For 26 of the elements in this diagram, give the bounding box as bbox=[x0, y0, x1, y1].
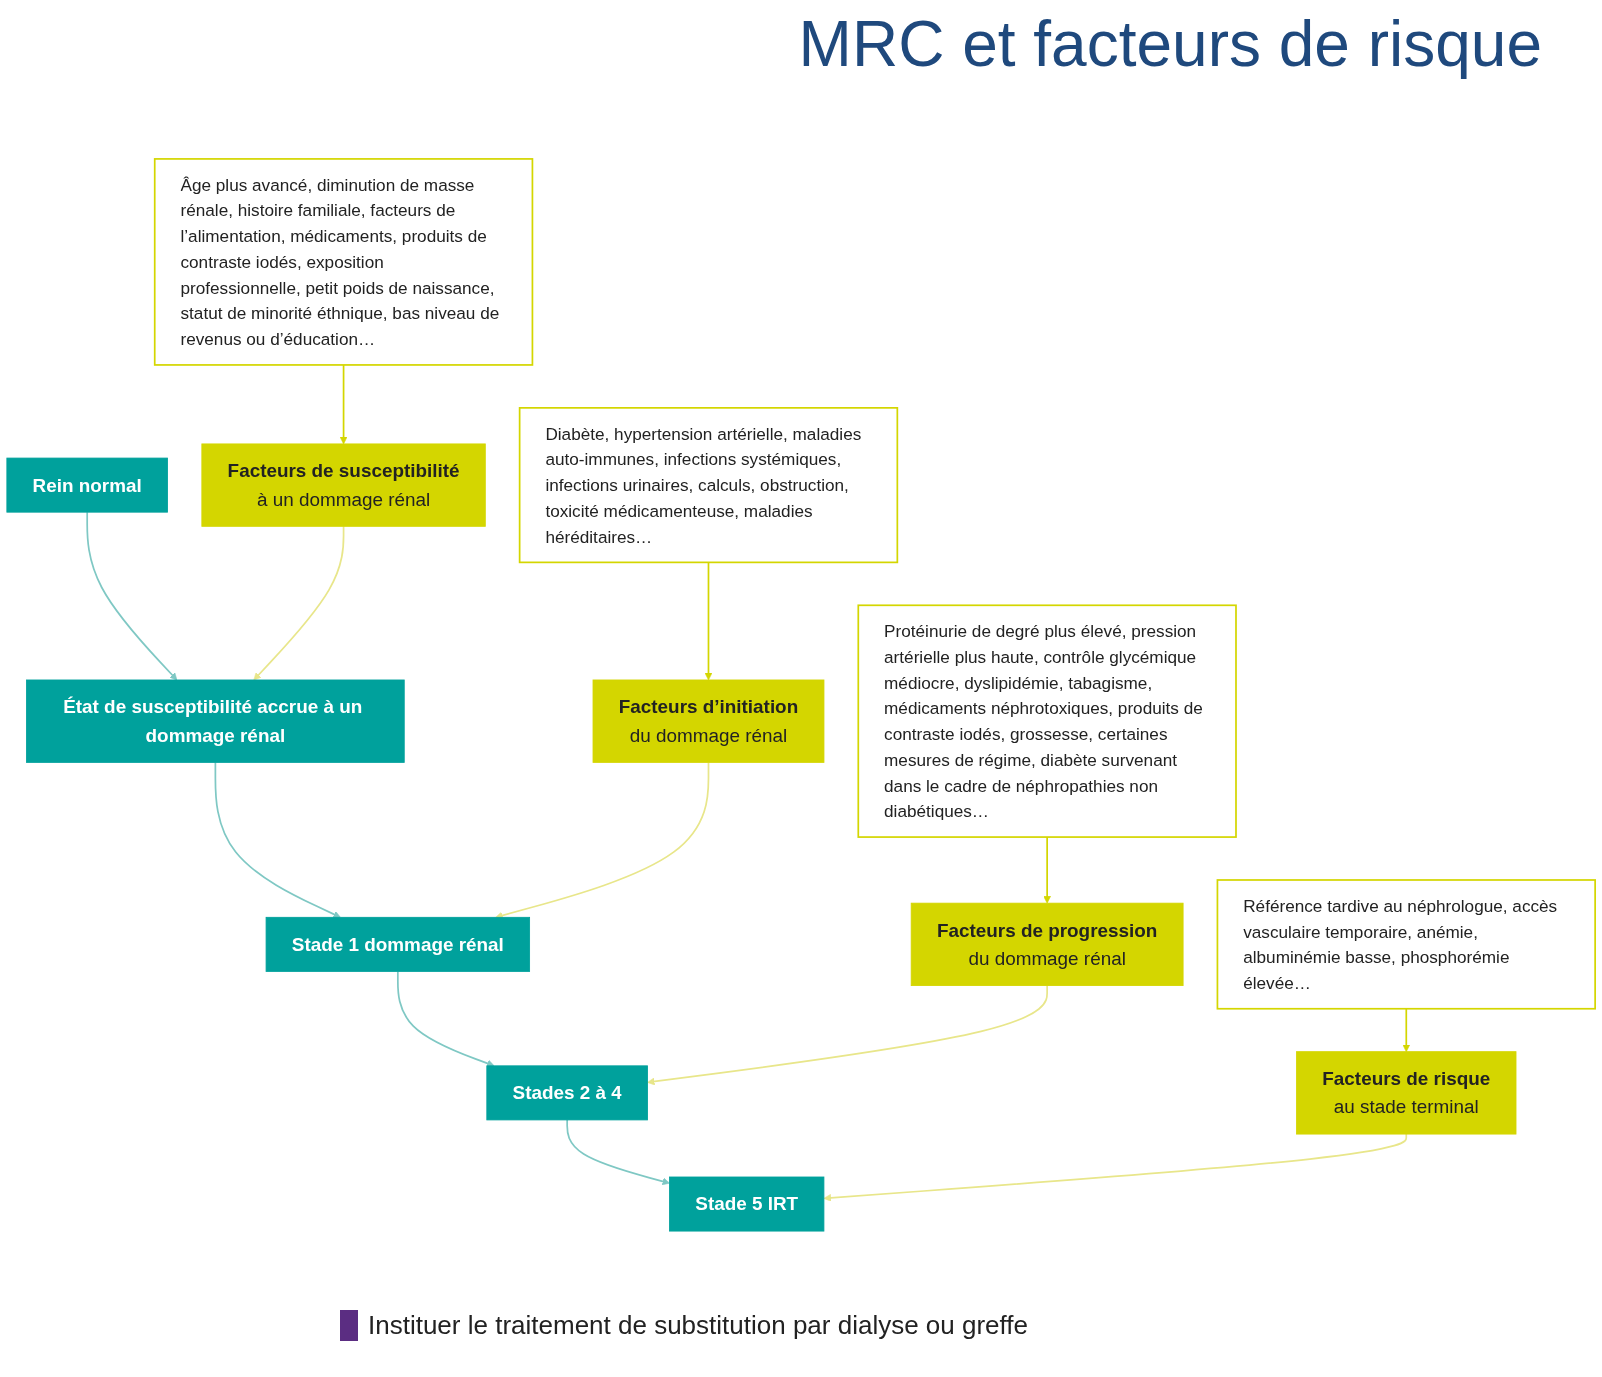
arrow bbox=[339, 364, 348, 445]
node-box: Diabète, hypertension artérielle, maladies auto-immunes, infections systémiques, infections urinaires, calculs, obstruction, toxicité médicamenteuse, maladies héréditaires… bbox=[518, 407, 899, 564]
node-box: Stade 5 IRT bbox=[669, 1176, 825, 1232]
node-box: Âge plus avancé, diminution de masse rénale, histoire familiale, facteurs de l’alimentation, médicaments, produits de contraste iodés, exposition professionnelle, petit poids de naissance, statut de minorité éthnique, bas niveau de revenus ou d’éducation… bbox=[153, 158, 534, 366]
arrow bbox=[396, 970, 495, 1067]
arrow bbox=[214, 761, 341, 918]
arrow bbox=[1043, 836, 1051, 904]
node-box: Rein normal bbox=[6, 457, 168, 513]
arrow bbox=[647, 984, 1048, 1086]
note-text: Instituer le traitement de substitution par dialyse ou greffe bbox=[340, 1310, 1028, 1341]
node-box: Facteurs de progression du dommage rénal bbox=[910, 902, 1184, 986]
arrow bbox=[704, 561, 713, 681]
node-box: Stades 2 à 4 bbox=[486, 1065, 648, 1121]
node-box: Facteurs d’initiation du dommage rénal bbox=[592, 679, 825, 763]
arrow bbox=[86, 511, 178, 681]
arrow bbox=[566, 1119, 670, 1186]
node-box: Stade 1 dommage rénal bbox=[265, 916, 531, 972]
node-box: Protéinurie de degré plus élevé, pression artérielle plus haute, contrôle glycémique médiocre, dyslipidémie, tabagisme, médicaments néphrotoxiques, produits de contraste iodés, grossesse, certaines mesures de régime, diabète survenant dans le cadre de néphropathies non diabétiques… bbox=[857, 604, 1237, 838]
arrow bbox=[823, 1133, 1408, 1202]
node-box: Facteurs de risque au stade terminal bbox=[1296, 1051, 1517, 1135]
arrow bbox=[1402, 1007, 1411, 1052]
node-box: Référence tardive au néphrologue, accès vasculaire temporaire, anémie, albuminémie basse, phosphorémie élevée… bbox=[1216, 879, 1596, 1010]
node-box: État de susceptibilité accrue à un dommage rénal bbox=[26, 679, 405, 763]
node-box: Facteurs de susceptibilité à un dommage rénal bbox=[201, 443, 486, 527]
diagram-title: MRC et facteurs de risque bbox=[797, 7, 1543, 82]
arrow bbox=[253, 525, 345, 681]
